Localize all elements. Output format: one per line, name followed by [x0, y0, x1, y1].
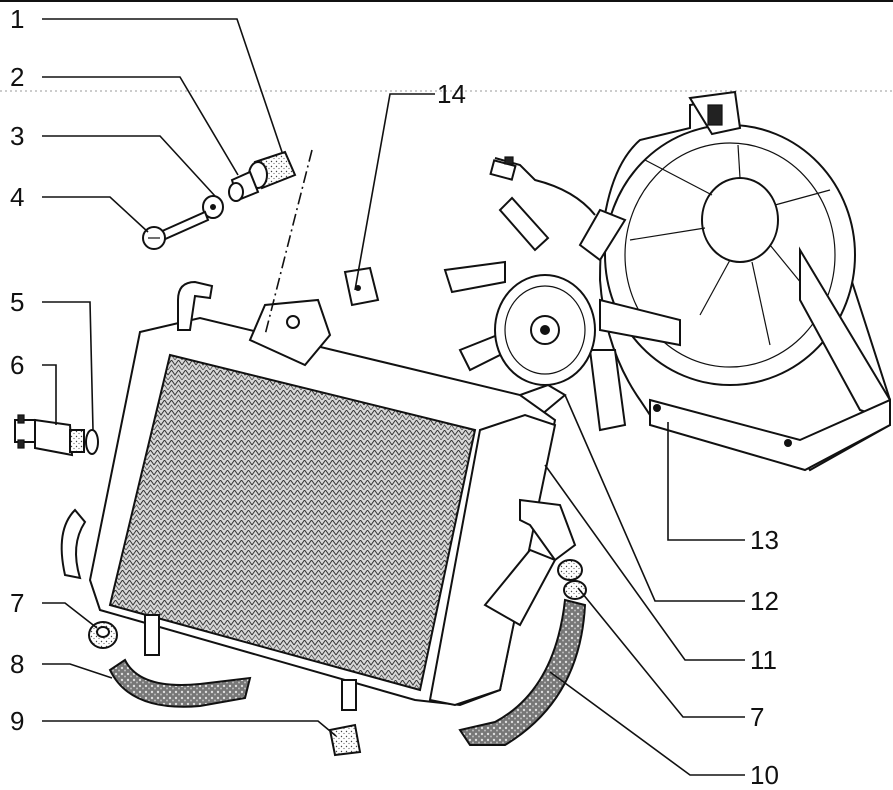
- cooling-fan: [443, 156, 681, 432]
- label-12: 12: [750, 586, 779, 616]
- label-7-left: 7: [10, 588, 24, 618]
- lower-radiator-hose: [108, 658, 252, 708]
- upper-radiator-hose: [458, 598, 587, 746]
- temperature-sensor: [14, 414, 99, 457]
- label-13: 13: [750, 525, 779, 555]
- label-7-right: 7: [750, 702, 764, 732]
- leader-lines: [42, 18, 745, 776]
- callout-labels: 1 2 3 4 5 6 7 8 9 14 13 12 11 7 10: [10, 4, 779, 790]
- label-9: 9: [10, 706, 24, 736]
- hose-clamp-right: [557, 559, 587, 600]
- label-1: 1: [10, 4, 24, 34]
- fan-shroud: [598, 90, 891, 472]
- label-10: 10: [750, 760, 779, 790]
- drain-plug: [328, 723, 362, 757]
- label-11: 11: [750, 645, 777, 675]
- mounting-clip: [343, 266, 380, 307]
- label-6: 6: [10, 350, 24, 380]
- label-3: 3: [10, 121, 24, 151]
- label-4: 4: [10, 182, 24, 212]
- hose-clamp-left: [88, 621, 118, 649]
- label-5: 5: [10, 287, 24, 317]
- label-14: 14: [437, 79, 466, 109]
- fastener-kit: [142, 150, 297, 250]
- label-8: 8: [10, 649, 24, 679]
- label-2: 2: [10, 62, 24, 92]
- radiator: [60, 280, 577, 711]
